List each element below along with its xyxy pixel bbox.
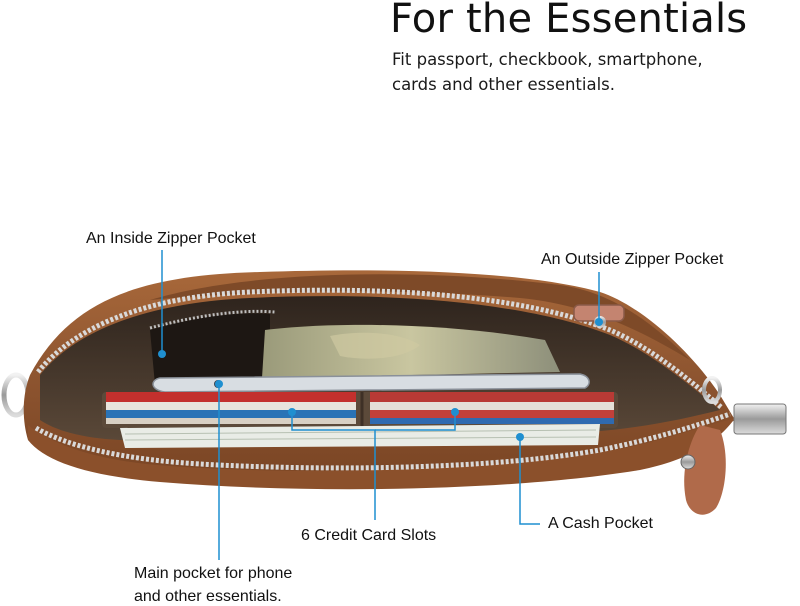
- wallet-front: [28, 418, 735, 490]
- inside-zipper-pocket: [150, 313, 270, 385]
- callout-lines: [161, 250, 600, 560]
- label-cash-pocket: A Cash Pocket: [548, 515, 653, 532]
- outside-pocket-flap: [150, 274, 690, 360]
- main-zipper-top: [36, 287, 724, 410]
- label-outside-zipper-pocket: An Outside Zipper Pocket: [541, 251, 724, 268]
- card-slots: [102, 392, 618, 428]
- label-credit-card-slots: 6 Credit Card Slots: [301, 527, 437, 544]
- d-ring-right: [702, 376, 722, 404]
- label-main-pocket-line-2: and other essentials.: [134, 588, 282, 605]
- page-title: For the Essentials: [390, 0, 748, 42]
- label-main-pocket-line-1: Main pocket for phone: [134, 565, 293, 582]
- cash-pocket: [120, 424, 600, 448]
- label-inside-zipper-pocket: An Inside Zipper Pocket: [86, 230, 256, 247]
- passport: [262, 324, 560, 378]
- subtitle-line-1: Fit passport, checkbook, smartphone,: [392, 50, 703, 69]
- inside-zipper: [149, 309, 276, 330]
- main-zipper-slider: [680, 403, 787, 515]
- callout-dots: [158, 318, 603, 441]
- subtitle-line-2: cards and other essentials.: [392, 75, 616, 94]
- main-zipper-bottom: [34, 411, 731, 471]
